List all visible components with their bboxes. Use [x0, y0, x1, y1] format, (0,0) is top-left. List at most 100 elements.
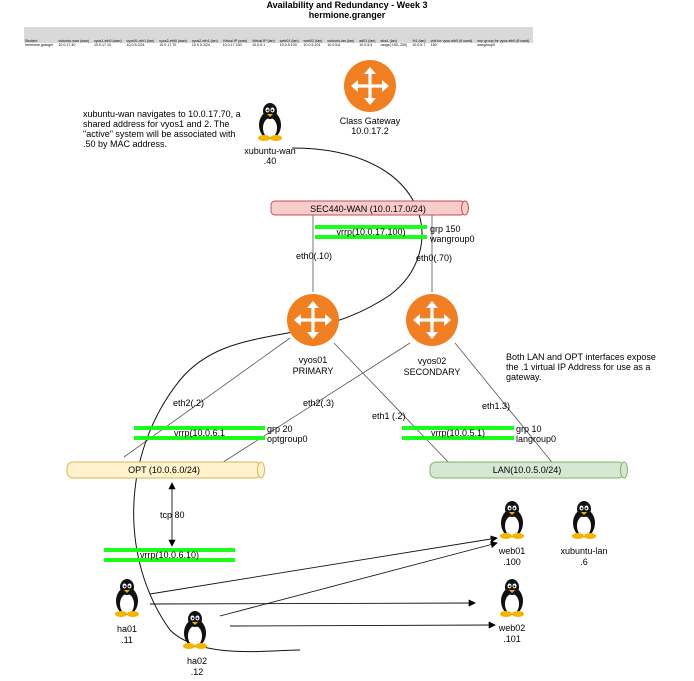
- ha02-name: ha02: [186, 656, 208, 666]
- wan-group-name: wangroup0: [430, 234, 475, 244]
- vyos02-eth0-label: eth0(.70): [416, 253, 453, 263]
- arrow-ha02-web01: [219, 541, 498, 617]
- table-cell: 10.0.17.40: [58, 43, 76, 47]
- link-vyos02-lan: [454, 342, 556, 467]
- opt-network-label: OPT (10.0.6.0/24): [128, 465, 200, 475]
- ha02-penguin-icon[interactable]: [183, 611, 207, 649]
- table-header-cell: web01 (lan): [279, 38, 299, 43]
- table-cell: 10.0.17.100: [222, 43, 242, 47]
- table-header-cell: ad01 (lan): [359, 38, 376, 43]
- table-cell: 10.0.5.2/24: [126, 43, 145, 47]
- table-cell: 10.0.5.1: [252, 43, 266, 47]
- vrrp-lan-bar: [402, 426, 514, 440]
- table-header-row: Student xubuntu-wan (wan) vyos1-eth0 (wan)…: [24, 27, 534, 43]
- table-header-cell: vrid for vyos-eth0 (if used): [430, 38, 473, 43]
- tcp-label: tcp 80: [160, 510, 185, 520]
- vrrp-opt-label: vrrp(10.0.6.1: [173, 428, 226, 438]
- vyos02-eth2-label: eth2(.3): [303, 398, 335, 408]
- table-header-cell: %1 (lan): [412, 38, 426, 43]
- table-header-cell: Student: [25, 38, 38, 43]
- table-cell: range(.150-.200): [380, 43, 408, 47]
- table-row: hermione.granger 10.0.17.40 10.0.17.10 10.0…: [24, 43, 533, 47]
- vrrp-wan-label: vrrp(10.0.17.100): [336, 227, 406, 237]
- gateway-name: Class Gateway: [339, 116, 401, 126]
- vyos01-eth1-label: eth1 (.2): [372, 411, 406, 421]
- web02-name: web02: [498, 623, 526, 633]
- vrrp-lan-label: vrrp(10.0.5.1): [430, 428, 486, 438]
- table-header-cell: vyos2-eth1 (lan): [191, 38, 218, 43]
- table-header-cell: vyos2-eth0 (wan): [159, 38, 187, 43]
- ha01-name: ha01: [116, 624, 138, 634]
- xubuntu-lan-name: xubuntu-lan: [560, 546, 608, 556]
- ha01-ip: .11: [121, 635, 133, 645]
- table-header-cell: wks1 (lan): [380, 38, 397, 43]
- navigation-note: xubuntu-wan navigates to 10.0.17.70, a s…: [83, 109, 241, 149]
- link-vyos01-lan: [333, 342, 453, 467]
- vyos02-router-icon[interactable]: [404, 292, 460, 348]
- vyos01-name: vyos01: [298, 355, 328, 365]
- xubuntu-wan-penguin-icon[interactable]: [258, 103, 282, 141]
- table-cell: 150: [430, 43, 437, 47]
- vyos02-eth1-label: eth1.3): [482, 401, 511, 411]
- vyos01-role: PRIMARY: [292, 366, 334, 376]
- vyos02-role: SECONDARY: [403, 367, 461, 377]
- vrrp-opt-bar: [134, 426, 265, 440]
- vrrp-ha-bar: [104, 548, 235, 562]
- web01-penguin-icon[interactable]: [500, 501, 524, 539]
- table-cell: 10.0.17.70: [159, 43, 177, 47]
- table-cell: 10.0.17.10: [93, 43, 111, 47]
- lan-group-name: langroup0: [516, 434, 557, 444]
- table-header-cell: vrrp group for vyos-eth0 (if used): [477, 38, 530, 43]
- address-table: Student xubuntu-wan (wan) vyos1-eth0 (wan)…: [24, 27, 534, 47]
- page-title: Availability and Redundancy - Week 3: [266, 0, 428, 10]
- table-header-cell: Virtual IP (wan): [222, 38, 248, 43]
- table-cell: 10.0.5.6: [327, 43, 341, 47]
- lan-group-number: grp 10: [516, 424, 542, 434]
- table-header-cell: vyos1-eth0 (wan): [93, 38, 122, 43]
- vyos01-eth0-label: eth0(.10): [296, 251, 333, 261]
- vyos02-name: vyos02: [417, 356, 447, 366]
- link-vyos02-opt: [216, 342, 411, 467]
- vrrp-ha-label: vrrp(10.0.6.10): [139, 550, 200, 560]
- xubuntu-lan-ip: .6: [580, 557, 588, 567]
- web02-ip: .101: [503, 634, 521, 644]
- wan-group-number: grp 150: [430, 224, 461, 234]
- arrow-ha02-web02: [229, 621, 496, 629]
- opt-group-name: optgroup0: [267, 434, 308, 444]
- gateway-ip: 10.0.17.2: [351, 126, 389, 136]
- lan-network-label: LAN(10.0.5.0/24): [492, 465, 562, 475]
- opt-network: [66, 461, 265, 479]
- gateway-note: Both LAN and OPT interfaces expose the .…: [506, 352, 656, 382]
- table-cell: 10.0.5.7: [412, 43, 426, 47]
- web02-penguin-icon[interactable]: [500, 579, 524, 617]
- table-cell: 10.0.5.3/24: [191, 43, 210, 47]
- xubuntu-wan-name: xubuntu-wan: [244, 146, 296, 156]
- table-header-cell: Virtual IP (lan): [252, 38, 275, 43]
- arrow-ha01-web02: [149, 599, 476, 607]
- table-header-cell: web02 (lan): [303, 38, 323, 43]
- vrrp-wan-bar: [315, 225, 427, 239]
- ha01-penguin-icon[interactable]: [115, 579, 139, 617]
- vyos01-router-icon[interactable]: [285, 292, 341, 348]
- table-header-cell: vyos01-eth1 (lan): [126, 38, 155, 43]
- web01-name: web01: [498, 546, 526, 556]
- table-cell: 10.0.5.100: [279, 43, 297, 47]
- table-cell: 10.0.5.5: [359, 43, 373, 47]
- vyos01-eth2-label: eth2(.2): [173, 398, 205, 408]
- wan-network: [270, 200, 469, 216]
- lan-network: [429, 461, 628, 479]
- xubuntu-lan-penguin-icon[interactable]: [572, 501, 596, 539]
- ha02-ip: .12: [190, 667, 204, 677]
- page-subtitle: hermione.granger: [308, 10, 386, 20]
- table-cell: wangroup0: [477, 43, 495, 47]
- arrow-ha01-web01: [149, 535, 498, 595]
- class-gateway-router-icon[interactable]: [342, 58, 398, 114]
- table-cell: hermione.granger: [25, 43, 54, 47]
- web01-ip: .100: [503, 557, 521, 567]
- table-header-cell: xubuntu-wan (wan): [58, 38, 89, 43]
- xubuntu-wan-ip: .40: [263, 156, 277, 166]
- opt-group-number: grp 20: [267, 424, 293, 434]
- wan-network-label: SEC440-WAN (10.0.17.0/24): [310, 204, 426, 214]
- table-header-cell: xubuntu-lan (lan): [327, 38, 355, 43]
